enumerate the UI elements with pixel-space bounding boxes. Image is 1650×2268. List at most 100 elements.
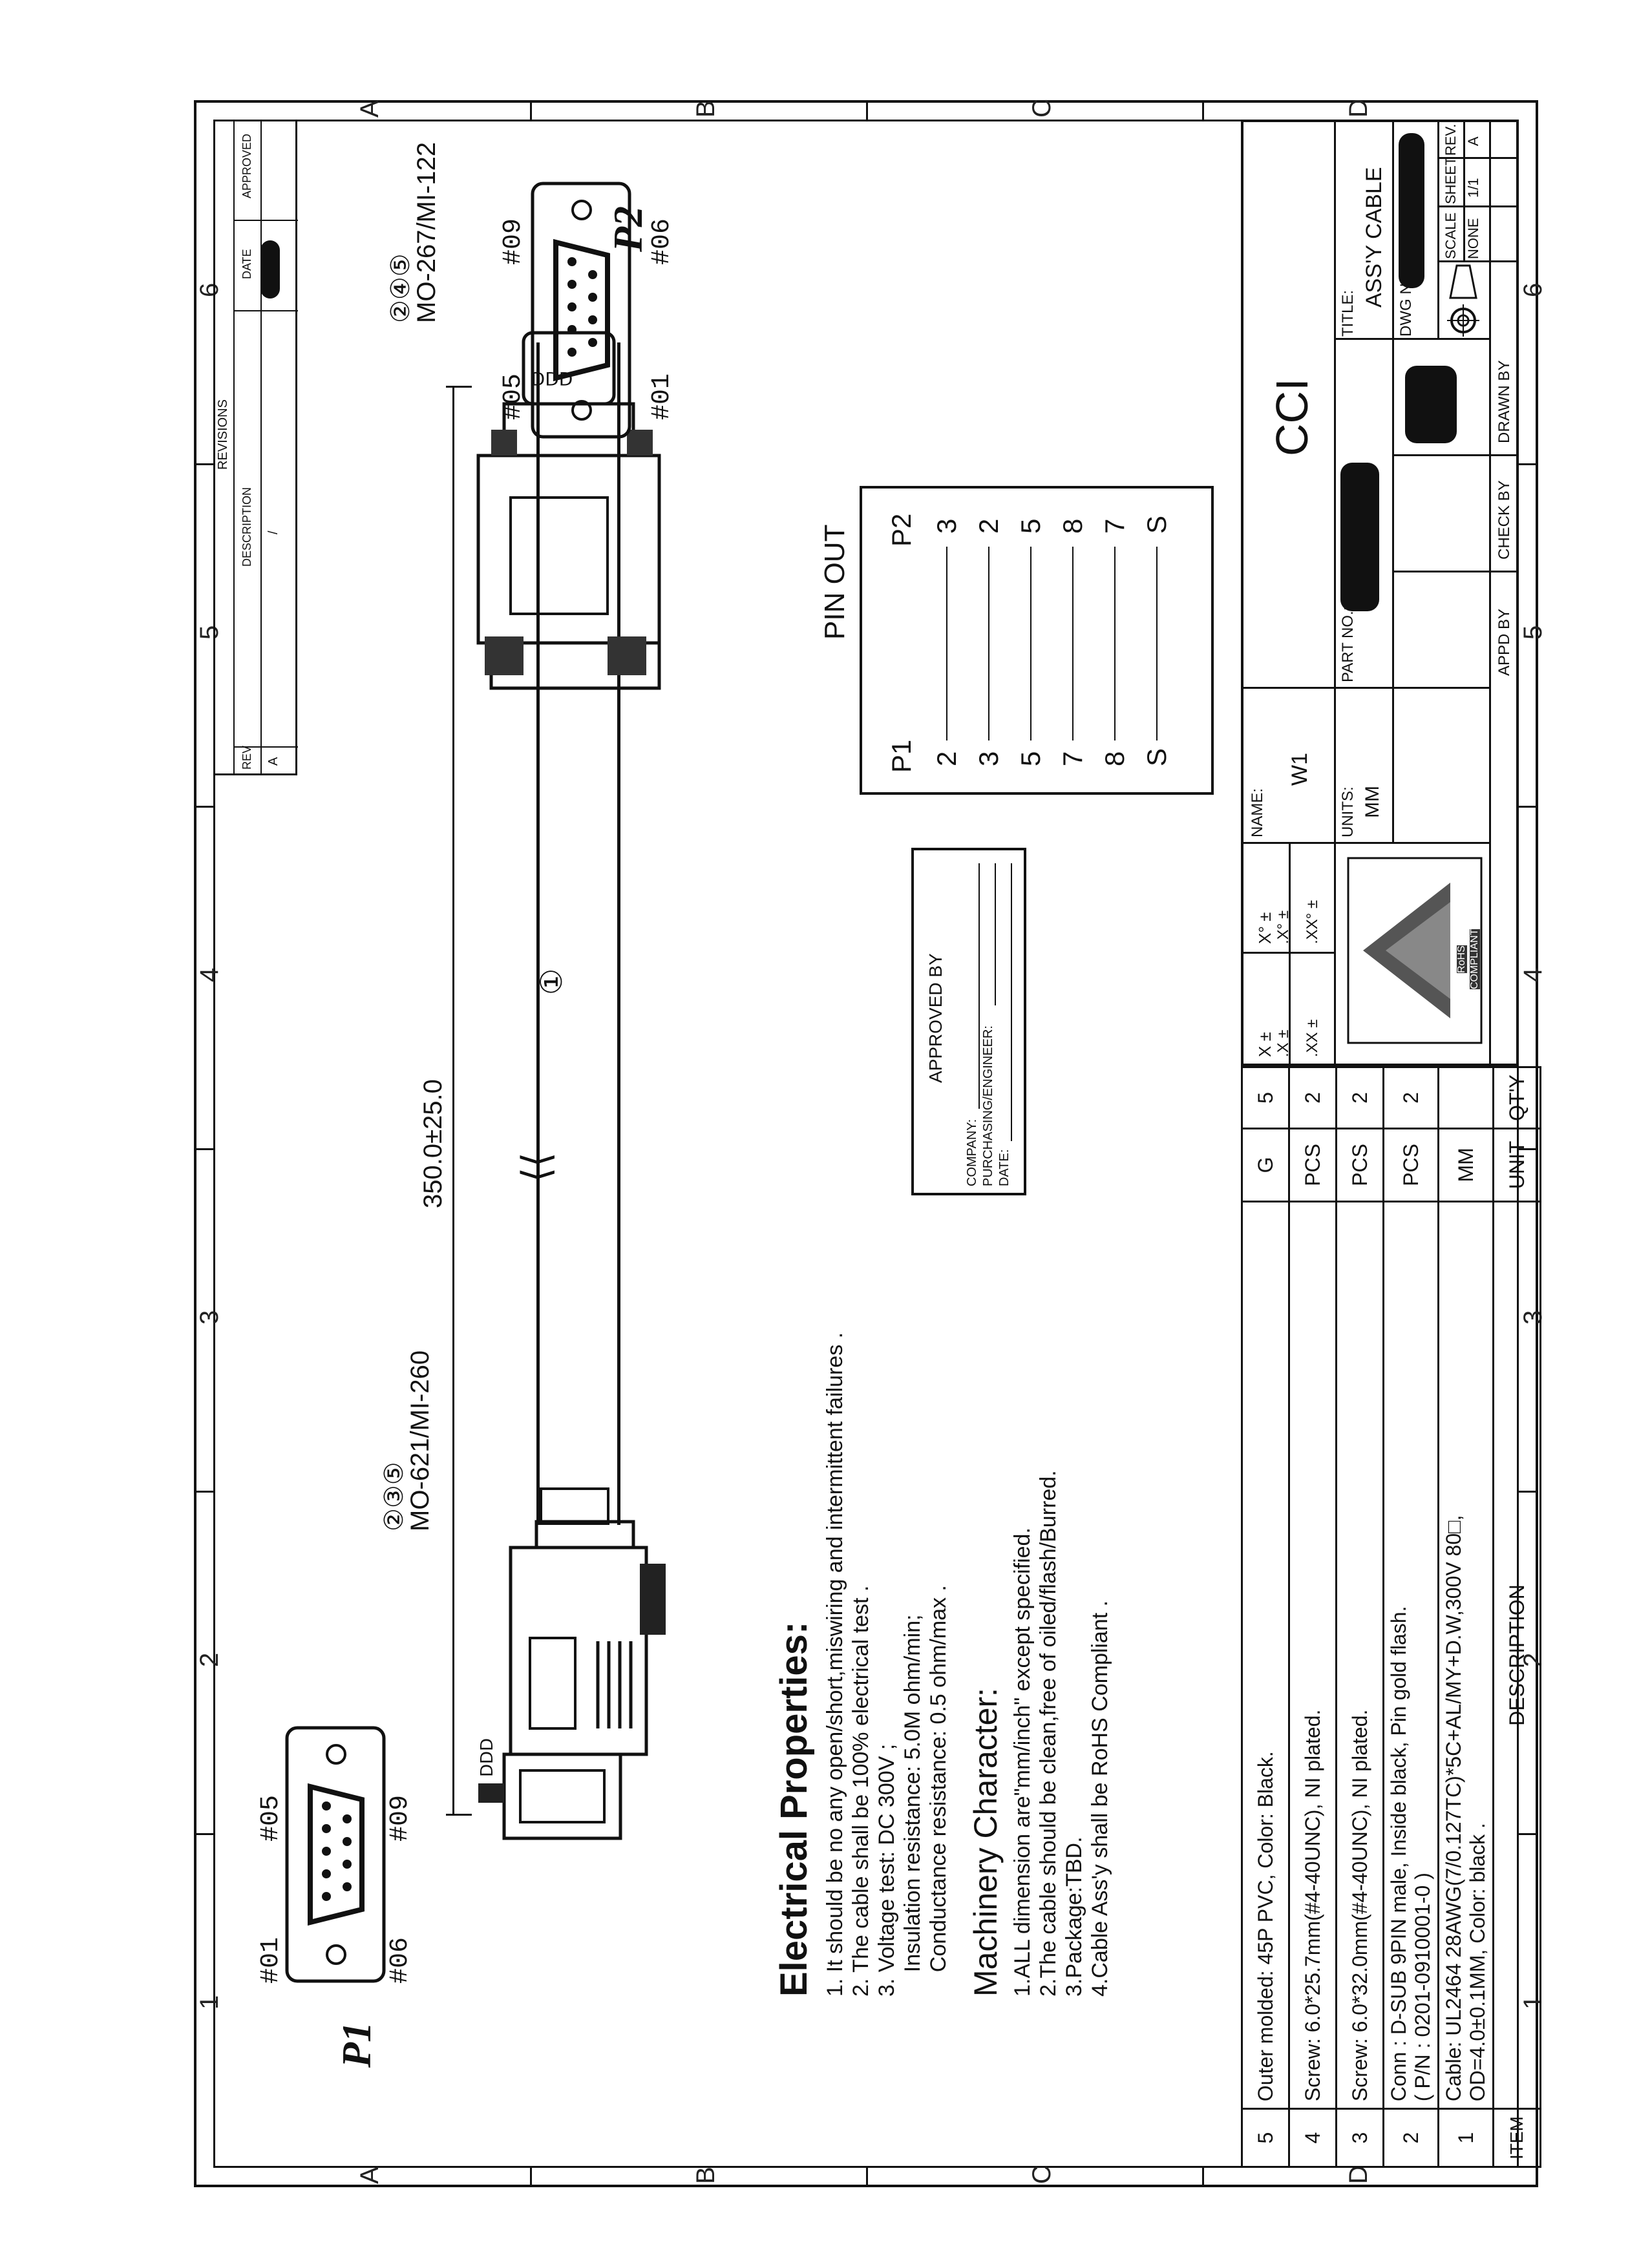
machinery-line: 1.ALL dimension are"mm/inch" except spec… [1010,1528,1035,1997]
table-header-row: ITEM DESCRIPTION UNIT QT'Y [1493,1067,1541,2167]
redacted-date [260,240,280,299]
zone-row-label: D [1344,99,1373,118]
bom-description: Outer molded: 45P PVC, Color: Black. [1242,1201,1289,2109]
pinout-p1-pin: 8 [1099,751,1130,766]
drawn-by-label: DRAWN BY [1496,360,1513,443]
zone-row-label: C [1028,2165,1056,2184]
pinout-p1-pin: 3 [973,751,1004,766]
approval-purchasing: PURCHASING/ENGINEER: [981,1025,995,1186]
pinout-box: P1 P2 2 3 3 2 5 5 7 8 8 7 S S [860,486,1214,795]
sheet-label: SHEET [1443,156,1459,204]
pinout-p2-pin: 5 [1015,518,1046,534]
zone-col-label: 4 [1519,967,1547,982]
redacted-drawn-by [1405,366,1457,443]
table-row: 3 Screw: 6.0*32.0mm(#4-40UNC), NI plated… [1336,1067,1384,2167]
scale-value: NONE [1465,218,1481,259]
p2-pin-label: #09 [499,218,528,265]
bom-header-item: ITEM [1493,2108,1541,2167]
scale-label: SCALE [1443,212,1459,259]
pinout-header-p2: P2 [886,513,916,547]
zone-tick [1202,100,1204,120]
approval-date: DATE: [997,1149,1011,1186]
bom-qty: 2 [1336,1067,1384,1129]
p2-pin-label: #05 [499,373,528,420]
revisions-block: REVISIONS REV DESCRIPTION DATE APPROVED … [213,120,298,775]
dimension-tick [446,1814,472,1816]
cable-break-mark: ⟨⟨ [514,1152,558,1182]
bom-unit: PCS [1383,1128,1439,1202]
redacted-dwg-no [1399,133,1424,288]
dimension-line [452,388,454,1816]
approval-company: COMPANY: [965,1118,979,1186]
tol-x: X ± [1255,1032,1275,1057]
bom-description-cell: Conn : D-SUB 9PIN male, Inside black, Pi… [1383,1201,1439,2109]
zone-col-label: 1 [195,1995,224,2010]
bom-unit: PCS [1289,1128,1337,1202]
bom-description-line2: OD=4.0±0.1MM, Color: black . [1466,1823,1489,2102]
bom-item: 5 [1242,2108,1289,2167]
electrical-line: 1. It should be no any open/short,miswir… [823,1332,847,1997]
bom-description: Conn : D-SUB 9PIN male, Inside black, Pi… [1387,1606,1410,2102]
rev-col-header: REV [240,745,253,770]
zone-row-label: A [355,100,384,118]
p1-window-text: ⅮⅮⅮ [477,1738,496,1777]
pinout-wire [1114,547,1116,740]
pinout-wire [988,547,989,740]
p1-callout-part: MO-621/MI-260 [406,1350,434,1531]
pinout-p1-pin: 7 [1057,751,1088,766]
name-value: W1 [1287,753,1312,786]
zone-row-label: B [692,2167,720,2184]
bom-header-description: DESCRIPTION [1493,1201,1541,2109]
description-col-header: DESCRIPTION [240,487,253,567]
zone-tick [1202,2168,1204,2187]
bom-qty [1438,1067,1494,1129]
bom-unit: PCS [1336,1128,1384,1202]
bom-description-cell: Cable: UL2464 28AWG(7/0.127TC)*5C+AL/MY+… [1438,1201,1494,2109]
cable-length-label: 350.0±25.0 [419,1079,447,1208]
zone-tick [194,1148,213,1150]
redacted-part-no [1340,463,1379,611]
zone-row-label: B [692,100,720,118]
zone-tick [1519,806,1538,808]
zone-row-label: A [355,2167,384,2184]
pinout-p2-pin: 2 [973,518,1004,534]
zone-col-label: 5 [1519,625,1547,640]
title-value: ASS'Y CABLE [1362,167,1386,308]
p1-pin-label: #05 [257,1794,286,1842]
p2-pin-label: #06 [648,218,677,265]
table-row: 2 Conn : D-SUB 9PIN male, Inside black, … [1383,1067,1439,2167]
zone-tick [194,1491,213,1493]
zone-tick [866,2168,868,2187]
sheet-value: 1/1 [1465,178,1481,198]
dimension-tick [446,386,472,388]
machinery-title: Machinery Character: [968,1688,1004,1997]
tol-xxx: .XX ± [1304,1019,1321,1057]
tol-xdeg: X° ± [1255,912,1275,944]
electrical-line: Insulation resistance: 5.0M ohm/min; [900,1614,925,1997]
zone-row-label: D [1344,2165,1373,2184]
p1-pin-label: #01 [257,1937,286,1984]
pinout-p2-pin: S [1141,515,1172,534]
description-value: / [266,530,280,534]
electrical-line: 3. Voltage test: DC 300V ; [874,1743,899,1997]
name-label: NAME: [1249,788,1266,837]
machinery-line: 2.The cable should be clean,free of oile… [1036,1470,1061,1997]
table-row: 1 Cable: UL2464 28AWG(7/0.127TC)*5C+AL/M… [1438,1067,1494,2167]
bom-unit: MM [1438,1128,1494,1202]
bom-qty: 5 [1242,1067,1289,1129]
p1-pin-label: #09 [386,1794,415,1842]
rohs-logo [1347,857,1483,1044]
bom-table: 5 Outer molded: 45P PVC, Color: Black. G… [1241,1066,1541,2168]
p1-strain-relief [540,1487,609,1525]
rohs-logo-text: COMPLIANT [1469,929,1480,989]
pinout-p1-pin: S [1141,748,1172,766]
electrical-line: 2. The cable shall be 100% electrical te… [849,1585,873,1997]
pinout-p1-pin: 2 [931,751,962,766]
bom-header-unit: UNIT [1493,1128,1541,1202]
projection-symbol-icon [1447,264,1479,337]
approval-box: APPROVED BY COMPANY: PURCHASING/ENGINEER… [911,848,1026,1195]
bom-qty: 2 [1383,1067,1439,1129]
p1-label: P1 [333,2021,379,2068]
tol-xxdeg: .X° ± [1275,910,1292,944]
check-by-label: CHECK BY [1496,480,1513,560]
